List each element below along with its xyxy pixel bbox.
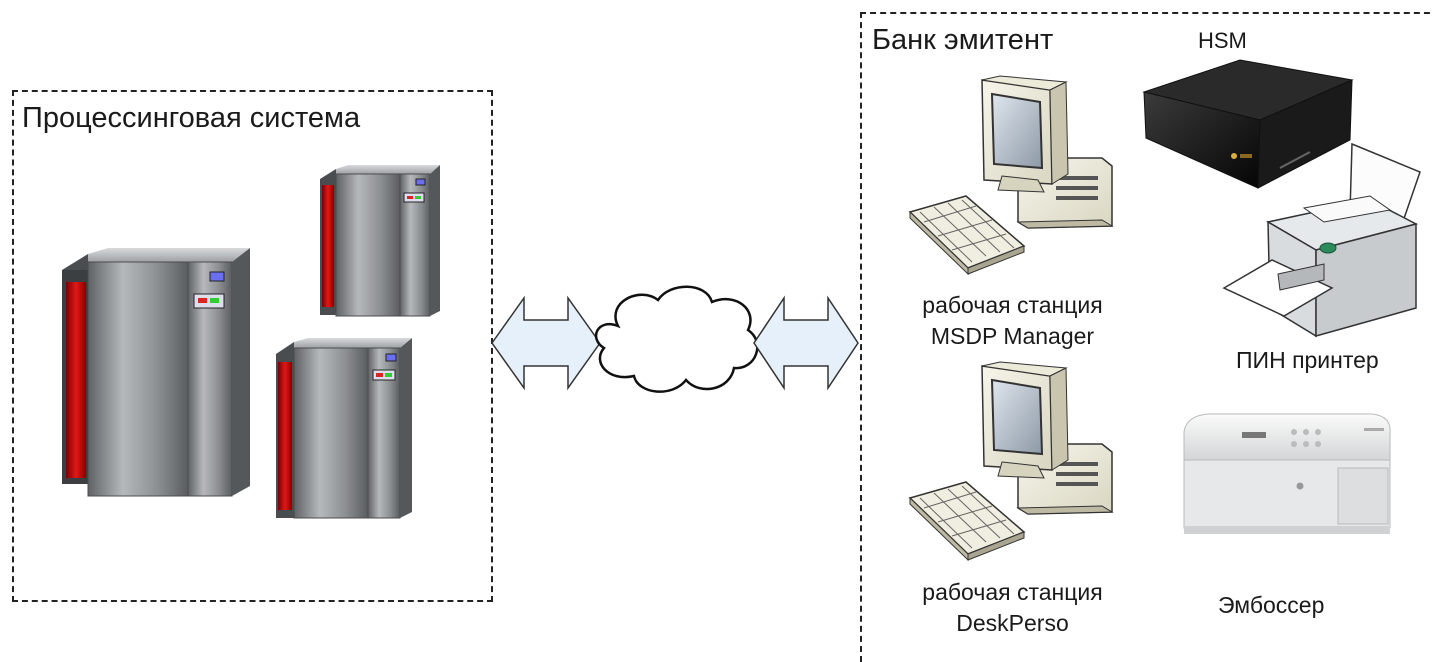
double-arrow-icon [753, 295, 859, 391]
hsm-label: HSM [1198, 28, 1247, 53]
processing-system-zone [12, 90, 493, 602]
workstation-deskperso-line1: рабочая станция [922, 579, 1103, 605]
issuer-bank-zone [860, 12, 1434, 662]
server-rack-icon [62, 248, 250, 497]
processing-system-label: Процессинговая система [22, 102, 361, 134]
workstation-deskperso-line2: DeskPerso [956, 610, 1069, 636]
workstation-msdp-line2: MSDP Manager [930, 323, 1095, 349]
workstation-msdp-label: рабочая станция MSDP Manager [880, 290, 1145, 352]
workstation-msdp-line1: рабочая станция [922, 292, 1103, 318]
workstation-icon [908, 361, 1114, 562]
pin-printer-label: ПИН принтер [1236, 347, 1379, 373]
double-arrow-icon [491, 295, 601, 391]
embosser-icon [1183, 413, 1391, 534]
embosser-label: Эмбоссер [1218, 592, 1325, 618]
pin-printer-icon [1222, 142, 1421, 338]
server-rack-icon [276, 338, 412, 519]
issuer-bank-label: Банк эмитент [872, 24, 1054, 56]
server-rack-icon [320, 165, 440, 317]
workstation-deskperso-label: рабочая станция DeskPerso [880, 577, 1145, 639]
network-cloud-icon [594, 285, 759, 393]
workstation-icon [908, 75, 1114, 276]
hsm-device-icon [1142, 59, 1354, 189]
